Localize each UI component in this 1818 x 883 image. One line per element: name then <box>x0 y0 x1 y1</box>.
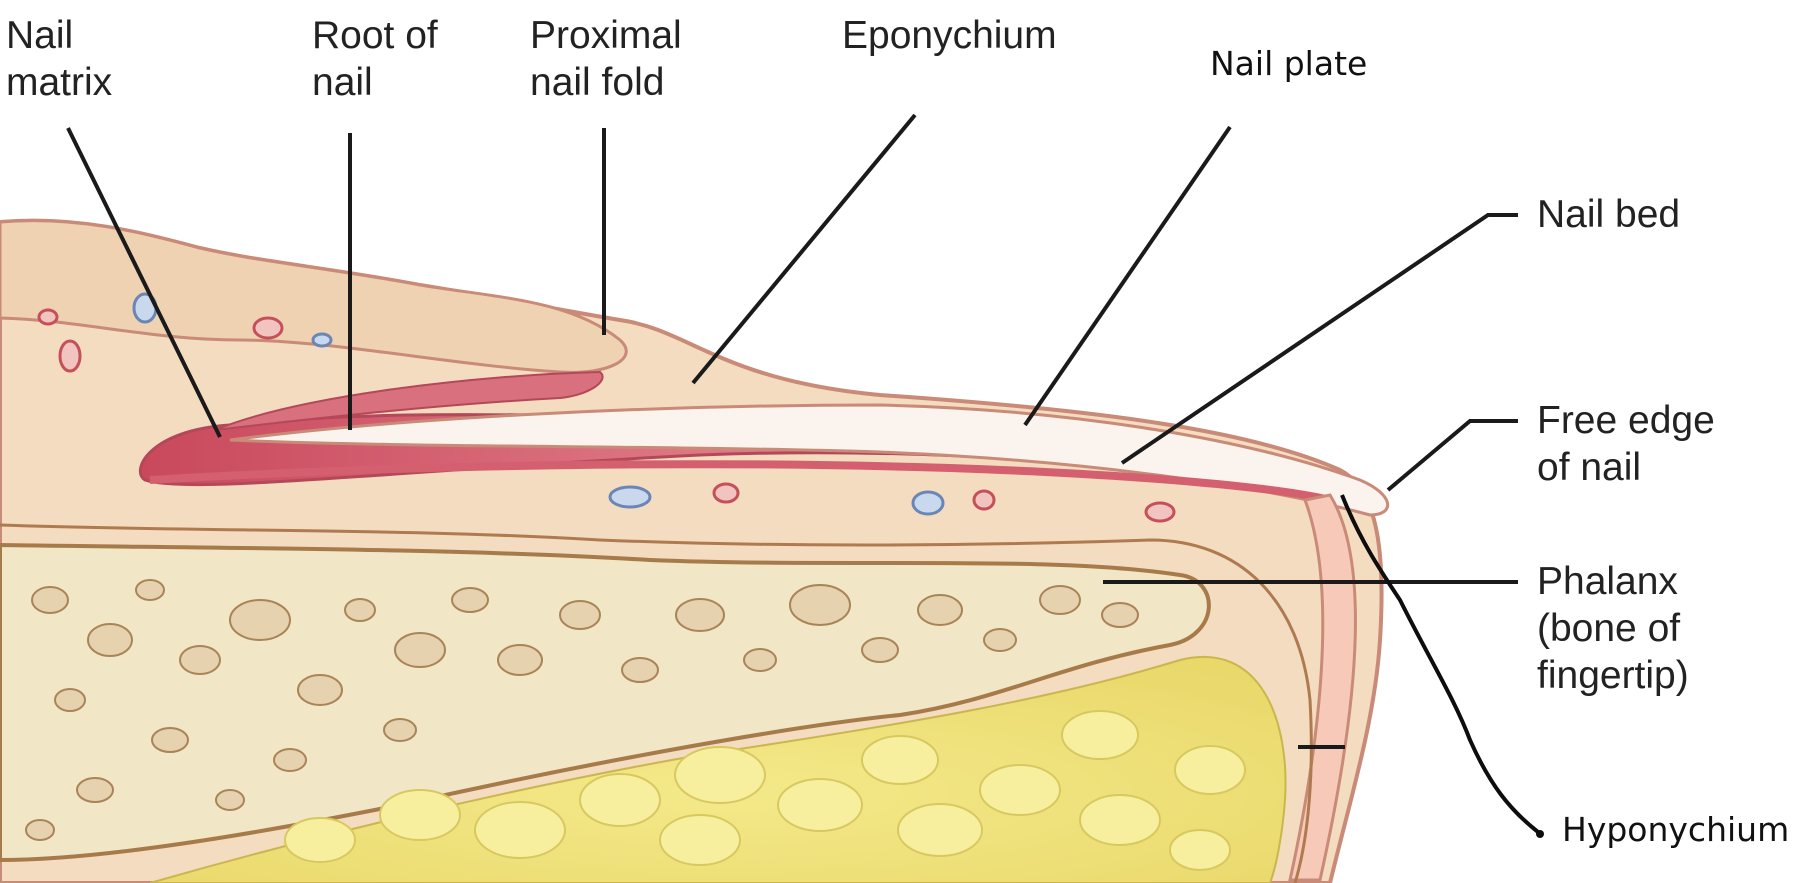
label-nail-bed-line1: Nail bed <box>1537 193 1681 236</box>
leader-nail-plate <box>1023 125 1232 427</box>
label-hyponychium-line1: Hyponychium <box>1562 810 1790 849</box>
label-proximal-nail-fold-line2: nail fold <box>530 61 665 104</box>
label-nail-matrix: Nail matrix <box>6 12 112 106</box>
fat-lobules <box>284 710 1246 871</box>
bone-pores <box>25 579 1139 841</box>
blood-vessels <box>37 292 1176 523</box>
leader-free-edge <box>1386 419 1518 492</box>
label-proximal-nail-fold-line1: Proximal <box>530 14 682 57</box>
label-nail-plate-line1: Nail plate <box>1210 44 1368 83</box>
label-root-of-nail-line1: Root of <box>312 14 438 57</box>
label-phalanx-line2: (bone of <box>1537 607 1681 650</box>
label-root-of-nail: Root of nail <box>312 12 438 106</box>
label-nail-bed: Nail bed <box>1537 191 1680 238</box>
leader-hyponychium-dot <box>1536 830 1544 838</box>
label-nail-plate: Nail plate <box>1210 44 1367 84</box>
leader-lines <box>66 113 1518 749</box>
label-phalanx-line1: Phalanx <box>1537 560 1678 603</box>
label-free-edge-line1: Free edge <box>1537 399 1715 442</box>
nail-bed-shape <box>149 460 1331 504</box>
root-of-nail-shape <box>214 370 604 431</box>
label-root-of-nail-line2: nail <box>312 61 373 104</box>
label-free-edge-line2: of nail <box>1537 446 1642 489</box>
leader-nail-matrix <box>66 127 222 438</box>
label-hyponychium: Hyponychium <box>1562 810 1789 850</box>
label-eponychium: Eponychium <box>842 12 1057 59</box>
label-phalanx-line3: fingertip) <box>1537 654 1689 697</box>
label-nail-matrix-line2: matrix <box>6 61 113 104</box>
leader-hyponychium <box>1340 494 1540 834</box>
label-proximal-nail-fold: Proximal nail fold <box>530 12 682 106</box>
dermis-boundary <box>0 523 1313 883</box>
proximal-fold-layer <box>0 219 628 374</box>
leader-nail-bed <box>1120 213 1518 465</box>
label-nail-matrix-line1: Nail <box>6 14 74 57</box>
label-eponychium-line1: Eponychium <box>842 14 1057 57</box>
label-phalanx: Phalanx (bone of fingertip) <box>1537 558 1689 699</box>
label-free-edge: Free edge of nail <box>1537 397 1715 491</box>
leader-eponychium <box>691 113 917 385</box>
nail-plate-shape <box>229 403 1389 517</box>
